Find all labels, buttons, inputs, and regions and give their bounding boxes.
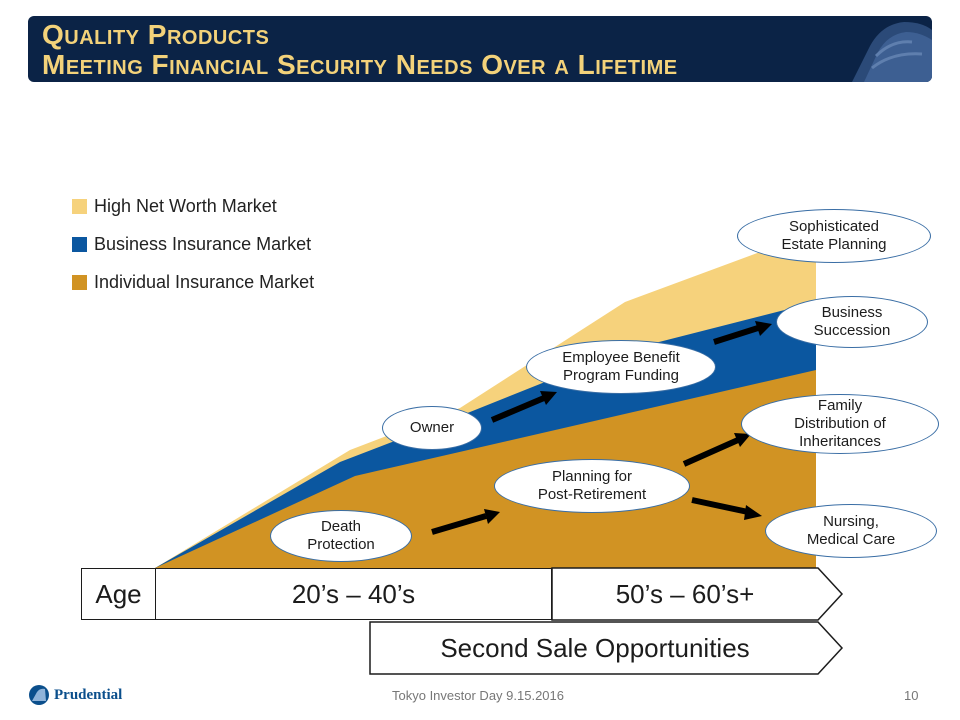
bubble-family-distribution: Family Distribution of Inheritances	[741, 394, 939, 454]
early-years-box: 20’s – 40’s	[155, 568, 552, 620]
bubble-label: Family Distribution of Inheritances	[794, 397, 886, 450]
bubble-business-succession: Business Succession	[776, 296, 928, 348]
arrow-retirement-to-family	[682, 437, 740, 467]
late-years-box: 50’s – 60’s+	[552, 568, 818, 620]
arrow-retirement-to-nursing	[691, 497, 749, 515]
bubble-nursing-medical-care: Nursing, Medical Care	[765, 504, 937, 558]
arrow-employee-to-succession	[713, 325, 759, 345]
late-years-chevron	[551, 567, 844, 621]
second-sale-box: Second Sale Opportunities	[370, 622, 820, 674]
bubble-label: Nursing, Medical Care	[806, 513, 896, 548]
prudential-brand: Prudential	[28, 683, 122, 707]
arrowhead	[755, 321, 772, 336]
bubble-post-retirement: Planning for Post-Retirement	[494, 459, 690, 513]
arrowhead	[540, 391, 557, 405]
progression-arrows	[431, 321, 772, 535]
arrowhead	[734, 433, 751, 447]
bubble-label: Owner	[409, 419, 455, 436]
brand-name: Prudential	[54, 686, 123, 703]
bubble-label: Sophisticated Estate Planning	[781, 218, 887, 253]
late-years-label: 50’s – 60’s+	[615, 578, 755, 609]
second-sale-label: Second Sale Opportunities	[440, 632, 750, 663]
bubble-employee-benefit: Employee Benefit Program Funding	[526, 340, 716, 394]
legend-swatch	[72, 237, 87, 252]
second-sale-chevron	[369, 621, 844, 675]
title-line-2: Meeting Financial Security Needs Over a …	[42, 49, 678, 80]
arrow-death-to-retirement	[431, 513, 487, 535]
legend-label: Individual Insurance Market	[94, 272, 315, 292]
rock-of-gibraltar-icon	[852, 22, 932, 82]
bubble-label: Planning for Post-Retirement	[537, 468, 647, 503]
age-label-box: Age	[81, 568, 156, 620]
legend-swatch	[72, 199, 87, 214]
page-number: 10	[904, 688, 919, 703]
bubble-label: Death Protection	[307, 518, 375, 553]
age-label: Age	[95, 578, 142, 609]
bubble-owner: Owner	[382, 406, 482, 450]
bubble-death-protection: Death Protection	[270, 510, 412, 562]
bubble-sophisticated-estate-planning: Sophisticated Estate Planning	[737, 209, 931, 263]
bubble-label: Business Succession	[813, 304, 891, 339]
prudential-rock-icon	[29, 685, 49, 705]
event-name: Tokyo Investor Day 9.15.2016	[392, 688, 564, 703]
title-line-1: Quality Products	[42, 19, 270, 50]
arrow-owner-to-employee	[490, 395, 546, 423]
bubble-label: Employee Benefit Program Funding	[562, 349, 680, 384]
legend-label: High Net Worth Market	[94, 196, 277, 216]
arrowhead	[484, 509, 500, 524]
legend-swatch	[72, 275, 87, 290]
legend-label: Business Insurance Market	[94, 234, 312, 254]
early-years-label: 20’s – 40’s	[291, 578, 416, 609]
arrowhead	[744, 505, 762, 520]
title-banner: Quality Products Meeting Financial Secur…	[28, 16, 932, 82]
